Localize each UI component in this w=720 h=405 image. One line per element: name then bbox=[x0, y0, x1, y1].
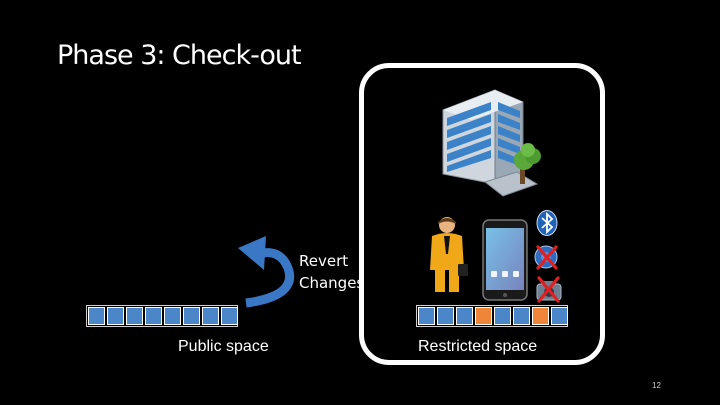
camera-blocked-icon bbox=[536, 276, 562, 303]
memory-cell-clean bbox=[126, 307, 143, 325]
restricted-space-strip bbox=[418, 307, 570, 325]
memory-cell-changed bbox=[475, 307, 492, 325]
public-space-strip bbox=[88, 307, 240, 325]
revert-label-line2: Changes bbox=[299, 274, 365, 292]
bluetooth-icon bbox=[536, 210, 558, 236]
memory-cell-clean bbox=[107, 307, 124, 325]
memory-cell-clean bbox=[437, 307, 454, 325]
memory-cell-clean bbox=[221, 307, 238, 325]
page-number: 12 bbox=[652, 381, 661, 390]
revert-label-line1: Revert bbox=[299, 252, 349, 270]
memory-cell-clean bbox=[88, 307, 105, 325]
office-building-icon bbox=[442, 89, 541, 197]
memory-cell-clean bbox=[456, 307, 473, 325]
memory-cell-clean bbox=[145, 307, 162, 325]
memory-cell-changed bbox=[532, 307, 549, 325]
revert-arrow-icon bbox=[238, 236, 294, 308]
public-space-label: Public space bbox=[178, 338, 269, 355]
businessman-icon bbox=[430, 217, 468, 292]
memory-cell-clean bbox=[418, 307, 435, 325]
memory-cell-clean bbox=[494, 307, 511, 325]
memory-cell-clean bbox=[202, 307, 219, 325]
restricted-zone-frame bbox=[359, 63, 605, 365]
memory-cell-clean bbox=[164, 307, 181, 325]
slide-title: Phase 3: Check-out bbox=[57, 40, 302, 71]
smartphone-icon bbox=[482, 219, 528, 301]
memory-cell-clean bbox=[551, 307, 568, 325]
memory-cell-clean bbox=[513, 307, 530, 325]
network-blocked-icon bbox=[534, 245, 558, 270]
memory-cell-clean bbox=[183, 307, 200, 325]
revert-changes-label: Revert Changes bbox=[299, 250, 364, 294]
restricted-space-label: Restricted space bbox=[418, 338, 538, 355]
